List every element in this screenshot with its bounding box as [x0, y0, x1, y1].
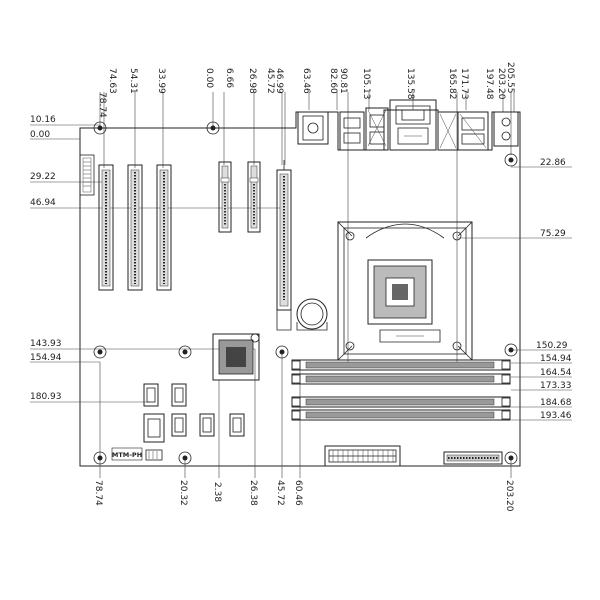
- left-dim-label: 46.94: [30, 198, 56, 208]
- left-dim-label: 154.94: [30, 353, 62, 363]
- dimm-slot: [291, 373, 511, 385]
- pcie-x16-slot: [276, 160, 292, 331]
- top-dim-label: 45.72: [265, 68, 275, 94]
- mounting-hole: [93, 451, 107, 465]
- top-dim-label: 6.66: [224, 68, 234, 88]
- right-dim-label: 150.29: [536, 341, 568, 351]
- sata-connector: [199, 413, 215, 437]
- sata-connector: [143, 413, 165, 443]
- sata-connector: [171, 413, 187, 437]
- left-dim-label: 143.93: [30, 339, 62, 349]
- top-dim-label: 33.99: [156, 68, 166, 94]
- mounting-hole: [275, 345, 289, 359]
- right-dim-label: 193.46: [540, 411, 572, 421]
- right-dim-label: 75.29: [540, 229, 566, 239]
- mounting-hole: [93, 121, 107, 135]
- mounting-hole: [504, 343, 518, 357]
- left-dim-label: 29.22: [30, 172, 56, 182]
- rear-io-usb-stack: [339, 111, 365, 151]
- mounting-hole: [504, 451, 518, 465]
- bottom-dim-label: 60.46: [293, 480, 303, 506]
- bottom-dim-label: 26.38: [248, 480, 258, 506]
- top-dim-label: 165.82: [447, 68, 457, 100]
- mounting-holes: [93, 121, 518, 465]
- top-dim-label: 135.58: [405, 68, 415, 100]
- mounting-hole: [93, 345, 107, 359]
- bottom-dim-label: 203.20: [504, 480, 514, 512]
- board-label: MTM-PH: [111, 447, 143, 461]
- top-dim-label: 105.13: [361, 68, 371, 100]
- left-dimensions: 10.16 0.00 29.22 46.94 143.93 154.94 180…: [30, 115, 282, 403]
- top-dim-label: 82.60: [328, 68, 338, 94]
- left-dim-label: 10.16: [30, 115, 56, 125]
- atx-power-connector: [324, 445, 401, 467]
- rear-io-lan-usb: [365, 107, 389, 151]
- top-dim-label: 0.00: [204, 68, 214, 88]
- right-dim-label: 173.33: [540, 381, 572, 391]
- bottom-dimensions: 78.74 20.32 2.38 26.38 45.72 60.46 203.2…: [93, 349, 514, 512]
- top-dim-label: 90.81: [338, 68, 348, 94]
- cpu-socket: [337, 221, 473, 361]
- mounting-hole: [206, 121, 220, 135]
- ide-header: [443, 451, 503, 465]
- pcie-x1-slot: [218, 161, 232, 233]
- top-dim-label: 46.99: [274, 68, 284, 94]
- sata-connector: [171, 383, 187, 407]
- dimm-slot: [291, 409, 511, 421]
- top-dim-label: 171.73: [459, 68, 469, 100]
- chipset: [212, 333, 260, 381]
- rear-io-audio-jack: [297, 111, 329, 145]
- dimm-slot: [291, 359, 511, 371]
- mounting-hole: [178, 345, 192, 359]
- right-dim-label: 22.86: [540, 158, 566, 168]
- top-dim-label: 78.74: [97, 92, 107, 118]
- right-dim-label: 154.94: [540, 354, 572, 364]
- cmos-battery: [296, 298, 328, 331]
- top-dim-label: 74.63: [107, 68, 117, 94]
- small-header: [145, 449, 163, 461]
- bottom-dim-label: 2.38: [212, 482, 222, 502]
- pci-slot: [98, 164, 114, 291]
- right-dim-label: 184.68: [540, 398, 572, 408]
- top-dimension-labels: 78.74 74.63 54.31 33.99 0.00 6.66 26.98 …: [97, 62, 515, 118]
- right-dimensions: 22.86 75.29 150.29 154.94 164.54 173.33 …: [457, 158, 572, 421]
- board-label-text: MTM-PH: [112, 451, 142, 459]
- dimm-slot: [291, 396, 511, 408]
- bottom-dim-label: 20.32: [178, 480, 188, 506]
- pci-slot: [156, 164, 172, 291]
- pci-slot: [127, 164, 143, 291]
- top-dim-label: 197.48: [484, 68, 494, 100]
- left-dim-label: 0.00: [30, 130, 50, 140]
- top-dim-label: 203.20: [496, 68, 506, 100]
- left-dim-label: 180.93: [30, 392, 62, 402]
- rear-io-ps2: [493, 111, 519, 147]
- top-dim-label: 26.98: [247, 68, 257, 94]
- right-dim-label: 164.54: [540, 368, 572, 378]
- bottom-dim-label: 78.74: [93, 480, 103, 506]
- top-dim-label: 54.31: [128, 68, 138, 94]
- rear-io-lan-port: [437, 111, 459, 151]
- bottom-dim-label: 45.72: [275, 480, 285, 506]
- rear-io-vga-dvi: [389, 99, 437, 151]
- rear-io-serial-port: [457, 111, 489, 151]
- top-dim-label: 63.46: [301, 68, 311, 94]
- sata-connector: [229, 413, 245, 437]
- pcie-x1-slot: [247, 161, 261, 233]
- sata-connector: [143, 383, 159, 407]
- top-dim-label: 205.55: [505, 62, 515, 94]
- front-panel-header: [79, 154, 95, 196]
- mounting-hole: [504, 153, 518, 167]
- mounting-hole: [178, 451, 192, 465]
